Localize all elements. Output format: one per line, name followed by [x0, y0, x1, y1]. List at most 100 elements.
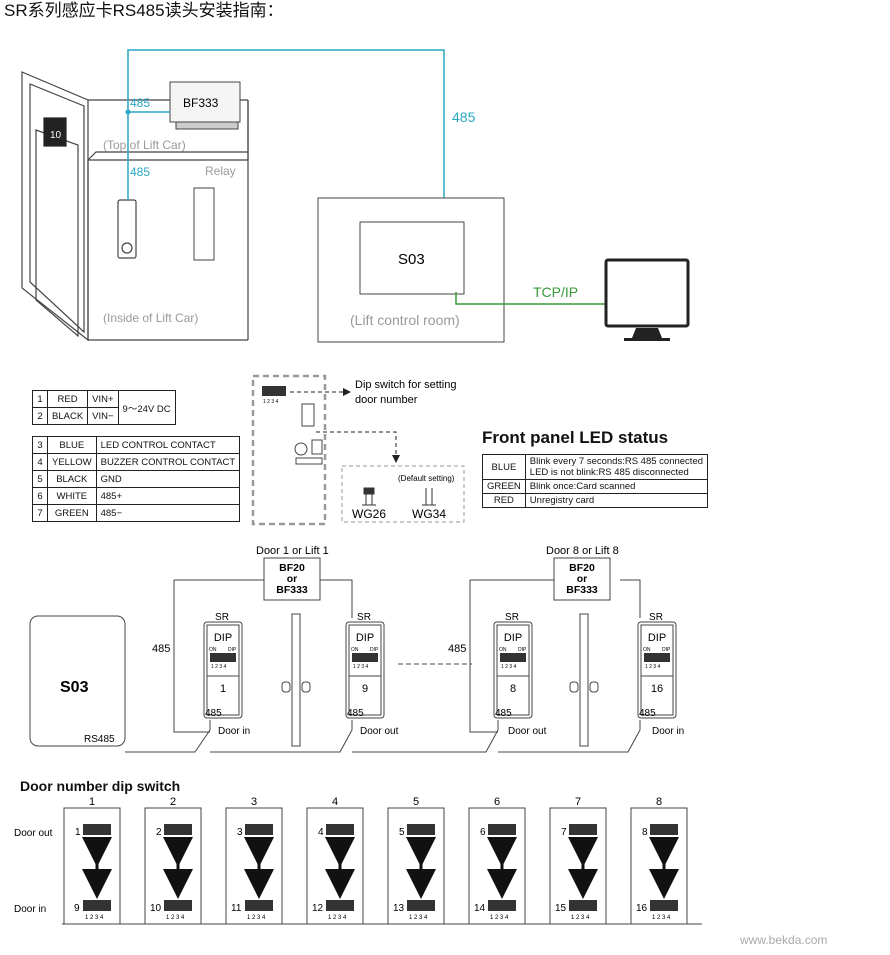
- top-of-lift-label: (Top of Lift Car): [103, 138, 186, 152]
- dip-switch-out: [569, 824, 597, 835]
- wire-color: YELLOW: [47, 453, 97, 471]
- board-outline: [251, 374, 327, 526]
- wire-color: BLACK: [46, 407, 89, 425]
- door-panels: [281, 613, 599, 747]
- reader-dip-small: DIP: [370, 647, 379, 653]
- jumper-arrow: [316, 431, 400, 463]
- wire-color: GREEN: [47, 504, 97, 522]
- reader-inner: [206, 624, 240, 716]
- bf20-box-line: BF20: [569, 562, 595, 574]
- rs485-label-top: 485: [130, 96, 150, 110]
- reader-door-label: Door out: [508, 726, 547, 737]
- network-rs485-mid: 485: [448, 643, 466, 655]
- rs485-label-mid: 485: [130, 165, 150, 179]
- reader-dip-small: DIP: [518, 647, 527, 653]
- dip-out-number: 4: [318, 827, 324, 838]
- dip-column-number: 5: [413, 796, 419, 808]
- dip-in-number: 14: [474, 903, 486, 914]
- wire-color: WHITE: [47, 487, 97, 505]
- relay-label: Relay: [205, 164, 236, 178]
- dip-in-number: 9: [74, 903, 80, 914]
- dip-out-number: 3: [237, 827, 243, 838]
- monitor-icon: [604, 258, 690, 341]
- dip-switch-out: [164, 824, 192, 835]
- bf333-box: [169, 81, 241, 130]
- pin-number: 7: [32, 504, 48, 522]
- wire-junction: [125, 109, 131, 115]
- dip-switch-in: [650, 900, 678, 911]
- reader-port: 485: [347, 708, 364, 719]
- reader-dip-nums: 1 2 3 4: [353, 664, 369, 670]
- dip-in-number: 13: [393, 903, 405, 914]
- dip-out-number: 8: [642, 827, 648, 838]
- network-controller-label: S03: [60, 679, 89, 696]
- table-row: GREEN Blink once:Card scanned: [482, 479, 709, 494]
- power-wiring-table: 1 RED VIN+ 9～24V DC 2 BLACK VIN−: [32, 390, 176, 425]
- wire-signal: GND: [95, 470, 241, 488]
- controller-label: S03: [398, 251, 425, 268]
- bus-wires: [125, 579, 641, 753]
- dip-column-number: 8: [656, 796, 662, 808]
- wg34-label: WG34: [412, 507, 446, 521]
- reader-inner: [496, 624, 530, 716]
- dip-switch-out: [407, 824, 435, 835]
- dip-switch-nums: 1 2 3 4: [490, 915, 509, 921]
- pin-number: 4: [32, 453, 48, 471]
- reader-door-label: Door in: [652, 726, 684, 737]
- dip-column: 111 2 3 491 2 3 4: [63, 796, 121, 925]
- group-label: Door 8 or Lift 8: [546, 545, 619, 557]
- dip-switch-nums: 1 2 3 4: [409, 839, 428, 845]
- reader-dip-small: DIP: [228, 647, 237, 653]
- dip-in-number: 11: [231, 903, 242, 914]
- dip-switch-nums: 1 2 3 4: [85, 915, 104, 921]
- dip-row-in-label: Door in: [14, 904, 46, 915]
- dip-switch-nums: 1 2 3 4: [652, 839, 671, 845]
- bf20-box-line: BF20: [279, 562, 305, 574]
- relay-keypad: [193, 187, 215, 261]
- reader-dip-label: DIP: [504, 632, 522, 644]
- dip-switch-out: [488, 824, 516, 835]
- pin-number: 5: [32, 470, 48, 488]
- default-setting-box: [341, 465, 465, 523]
- wire-signal: BUZZER CONTROL CONTACT: [95, 453, 241, 471]
- dip-switch-nums: 1 2 3 4: [571, 915, 590, 921]
- dip-column-number: 4: [332, 796, 338, 808]
- reader-port: 485: [639, 708, 656, 719]
- reader-dip-nums: 1 2 3 4: [501, 664, 517, 670]
- wire-color: RED: [46, 390, 89, 408]
- pin-number: 2: [32, 407, 48, 425]
- dip-in-number: 12: [312, 903, 324, 914]
- reader-dip-nums: 1 2 3 4: [645, 664, 661, 670]
- dip-out-number: 7: [561, 827, 567, 838]
- dip-switch-in: [245, 900, 273, 911]
- bf20-box-line: BF333: [276, 584, 308, 596]
- page-title: SR系列感应卡RS485读头安装指南：: [4, 1, 284, 20]
- bf20-box-line: BF333: [566, 584, 598, 596]
- default-setting-label: (Default setting): [398, 474, 455, 483]
- reader-sr-label: SR: [215, 612, 229, 623]
- reader-door-label: Door in: [218, 726, 250, 737]
- table-row: RED Unregistry card: [482, 493, 709, 508]
- lift-car: [21, 71, 249, 342]
- reader-on-label: ON: [499, 647, 507, 653]
- led-status-title: Front panel LED status: [482, 428, 669, 447]
- dip-switch-out: [83, 824, 111, 835]
- bf20-box: [263, 557, 321, 601]
- bf20-box-line: or: [287, 573, 298, 585]
- led-desc-line: Blink every 7 seconds:RS 485 connected: [529, 456, 704, 467]
- board-dip-nums: 1 2 3 4: [263, 399, 279, 405]
- reader-dip-nums: 1 2 3 4: [211, 664, 227, 670]
- reader-number: 9: [362, 683, 368, 695]
- table-row: 2 BLACK VIN−: [32, 407, 176, 425]
- reader-port: 485: [205, 708, 222, 719]
